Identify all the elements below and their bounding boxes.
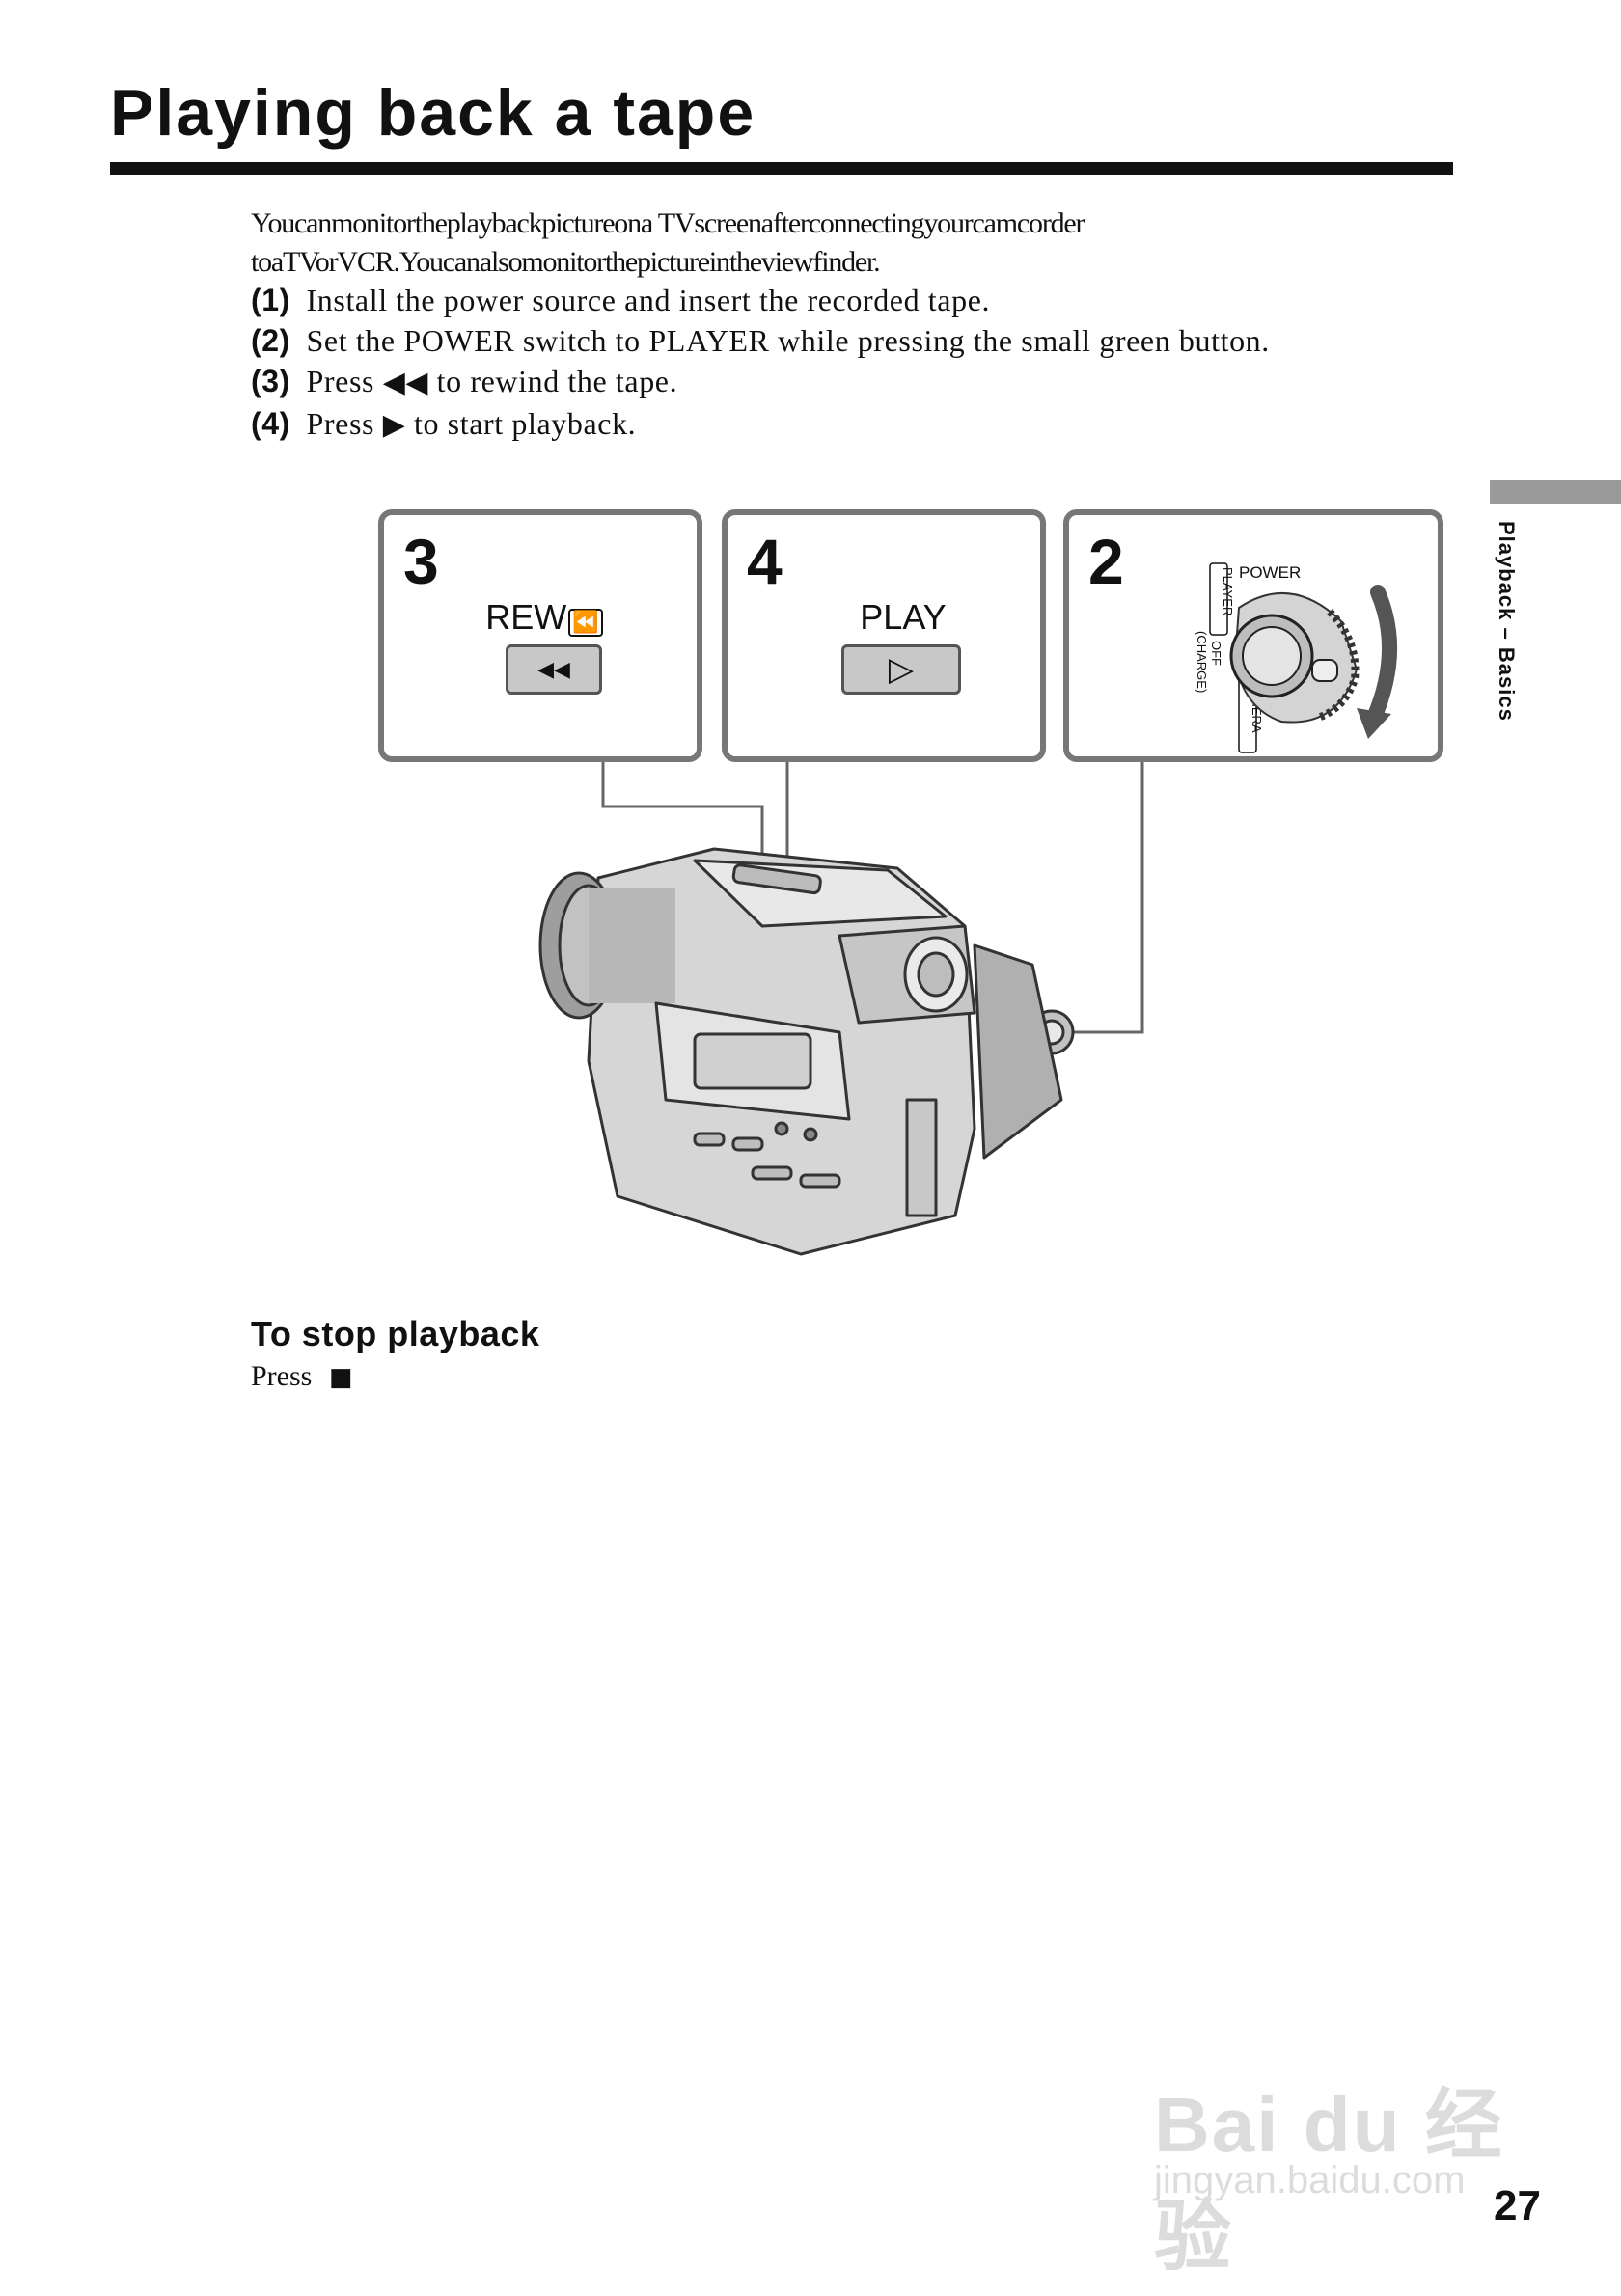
step-text: to rewind the tape.	[436, 364, 678, 398]
power-panel: 2 POWER PLAYER OFF (CHARGE) CAMERA	[1063, 509, 1443, 762]
step-4: (4) Press ▶ to start playback.	[251, 403, 1457, 446]
page-number: 27	[1494, 2182, 1541, 2229]
step-number: (2)	[251, 323, 290, 358]
watermark-url: jingyan.baidu.com	[1154, 2159, 1466, 2201]
play-icon: ▷	[888, 650, 915, 689]
panel-number: 4	[747, 526, 783, 597]
power-label: POWER	[1239, 563, 1302, 582]
camcorder-illustration	[538, 847, 1075, 1256]
section-label: Playback – Basics	[1495, 521, 1519, 722]
power-position-charge: (CHARGE)	[1195, 631, 1209, 693]
step-number: (3)	[251, 364, 290, 398]
panel-number: 2	[1088, 526, 1124, 597]
title-rule	[110, 162, 1453, 175]
page-title: Playing back a tape	[110, 76, 756, 150]
power-switch-illustration: PLAYER OFF (CHARGE) CAMERA	[1195, 562, 1397, 753]
watermark-brand: Bai du 经验	[1154, 2082, 1504, 2280]
play-label: PLAY	[860, 597, 947, 637]
step-number: (4)	[251, 406, 290, 441]
step-3: (3) Press ◀◀ to rewind the tape.	[251, 361, 1457, 403]
step-text: Install the power source and insert the …	[306, 283, 991, 317]
baidu-watermark: Bai du 经验 jingyan.baidu.com	[1154, 2034, 1521, 2280]
stop-playback-text: Press ■	[251, 1360, 352, 1393]
steps-list: (1) Install the power source and insert …	[251, 280, 1457, 446]
panel-number: 3	[403, 526, 439, 597]
step-text: Press	[306, 406, 375, 441]
section-tab	[1490, 480, 1621, 504]
rewind-icon: ◀◀	[537, 657, 570, 682]
step-text: Press	[306, 364, 375, 398]
rew-label: REW⏪	[448, 597, 641, 638]
step-number: (1)	[251, 283, 290, 317]
stop-playback-heading: To stop playback	[251, 1314, 540, 1353]
rewind-icon: ⏪	[568, 609, 603, 637]
stop-icon: ■	[328, 1363, 353, 1392]
intro-line: toaTVorVCR.Youcanalsomonitorthepicturein…	[251, 246, 881, 278]
rewind-icon: ◀◀	[382, 366, 429, 399]
rew-label-text: REW	[485, 597, 567, 637]
rew-button[interactable]: ◀◀	[506, 644, 602, 695]
play-button[interactable]: ▷	[841, 644, 961, 695]
intro-paragraph: Youcanmonitortheplaybackpictureona TVscr…	[251, 205, 1312, 282]
power-position-player: PLAYER	[1221, 567, 1235, 615]
power-position-off: OFF	[1209, 641, 1223, 666]
play-panel: 4 PLAY ▷	[722, 509, 1046, 762]
step-text: Set the POWER switch to PLAYER while pre…	[306, 323, 1270, 358]
intro-line: Youcanmonitortheplaybackpictureona TVscr…	[251, 207, 1085, 239]
rew-panel: 3 REW⏪ ◀◀	[378, 509, 702, 762]
play-icon: ▶	[382, 408, 406, 442]
step-1: (1) Install the power source and insert …	[251, 280, 1457, 320]
stop-text-label: Press	[251, 1360, 313, 1392]
step-text: to start playback.	[413, 406, 637, 441]
step-2: (2) Set the POWER switch to PLAYER while…	[251, 320, 1457, 361]
